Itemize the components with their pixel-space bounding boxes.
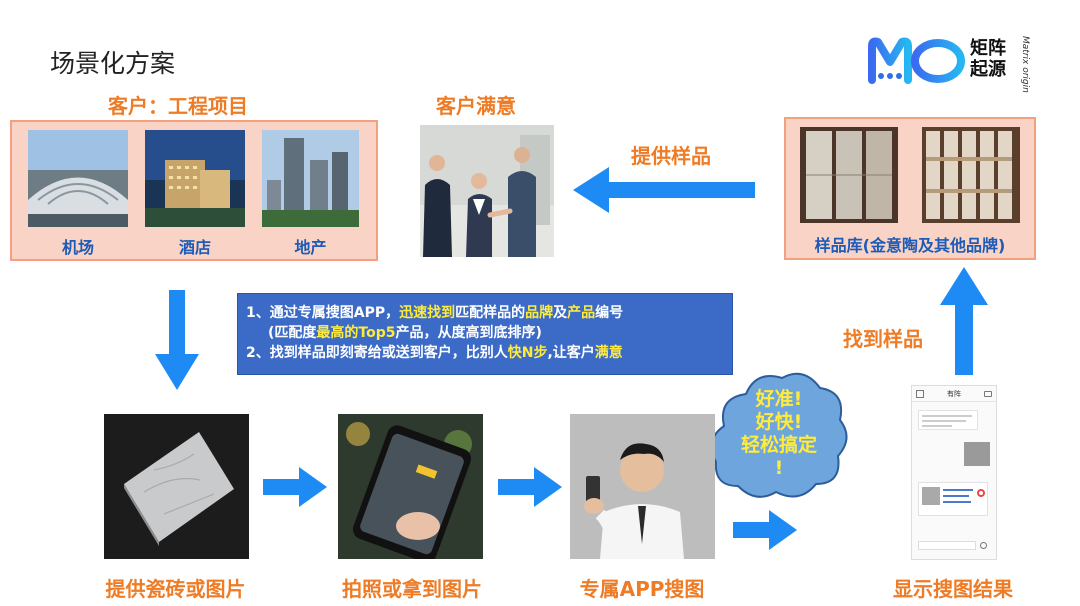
cloud-callout: 好准! 好快! 轻松搞定 !: [708, 368, 850, 506]
provide-samples-label: 提供样品: [631, 140, 711, 169]
tile-display-image-2: [922, 127, 1020, 223]
satisfied-heading: 客户满意: [436, 90, 516, 119]
query-tile-thumb: [964, 442, 990, 466]
cloud-line-1: 好准!: [708, 388, 850, 411]
tile-display-image-1: [800, 127, 898, 223]
phone-camera-image: [338, 414, 483, 559]
logo-text: 矩阵 起源: [970, 38, 1020, 80]
arrow-right-2: [498, 467, 562, 507]
sample-library-label: 样品库(金意陶及其他品牌): [784, 232, 1036, 256]
client-label-airport: 机场: [28, 234, 128, 258]
phone-input-field[interactable]: [918, 541, 976, 550]
description-line-3: 2、找到样品即刻寄给或送到客户，比别人快N步,让客户满意: [246, 343, 724, 363]
result-card: [918, 482, 988, 516]
arrow-down: [155, 290, 199, 390]
arrow-right-3: [733, 510, 797, 550]
logo-english: Matrix origin: [1020, 36, 1030, 93]
chat-icon: [984, 391, 992, 397]
step-4-caption: 显示搜图结果: [868, 573, 1038, 602]
search-result-phone: 有阵: [911, 385, 997, 560]
handshake-image: [420, 125, 554, 257]
client-label-hotel: 酒店: [145, 234, 245, 258]
arrow-up: [940, 267, 988, 375]
arrow-left: [573, 167, 755, 213]
airport-image: [28, 130, 128, 227]
process-description-box: 1、通过专属搜图APP，迅速找到匹配样品的品牌及产品编号 (匹配度最高的Top5…: [237, 293, 733, 375]
description-line-2: (匹配度最高的Top5产品，从度高到底排序): [246, 323, 724, 343]
logo-mark-icon: [868, 32, 968, 92]
logo-line-1: 矩阵: [970, 38, 1020, 59]
add-icon[interactable]: [980, 542, 987, 549]
realestate-image: [262, 130, 359, 227]
cloud-line-3: 轻松搞定: [708, 434, 850, 457]
step-3-caption: 专属APP搜图: [562, 573, 722, 602]
page-title: 场景化方案: [50, 44, 175, 80]
cloud-line-2: 好快!: [708, 411, 850, 434]
found-samples-label: 找到样品: [843, 323, 923, 352]
step-2-caption: 拍照或拿到图片: [322, 573, 502, 602]
step-1-caption: 提供瓷砖或图片: [88, 573, 263, 602]
cloud-line-4: !: [708, 457, 850, 480]
client-heading: 客户：工程项目: [108, 90, 248, 119]
tile-sample-image: [104, 414, 249, 559]
message-bubble: [918, 410, 978, 430]
client-label-realestate: 地产: [262, 234, 359, 258]
arrow-right-1: [263, 467, 327, 507]
phone-header: 有阵: [912, 386, 996, 402]
app-user-image: [570, 414, 715, 559]
description-line-1: 1、通过专属搜图APP，迅速找到匹配样品的品牌及产品编号: [246, 303, 724, 323]
hotel-image: [145, 130, 245, 227]
logo-line-2: 起源: [970, 59, 1020, 80]
cloud-text: 好准! 好快! 轻松搞定 !: [708, 388, 850, 480]
